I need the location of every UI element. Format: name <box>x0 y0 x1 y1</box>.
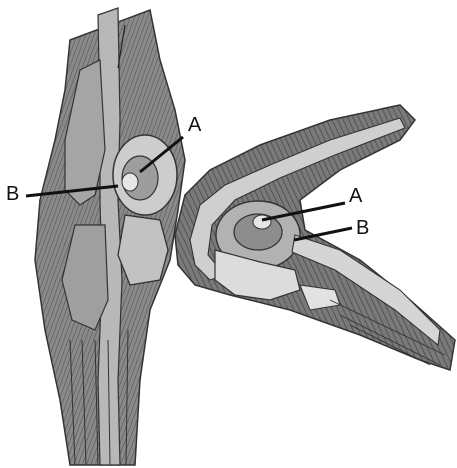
label-left-A: A <box>188 115 201 135</box>
label-right-B: B <box>356 218 369 238</box>
flexed-joint-section <box>175 105 455 370</box>
label-right-A: A <box>349 186 362 206</box>
extended-joint-section <box>35 8 185 465</box>
label-left-B: B <box>6 184 19 204</box>
